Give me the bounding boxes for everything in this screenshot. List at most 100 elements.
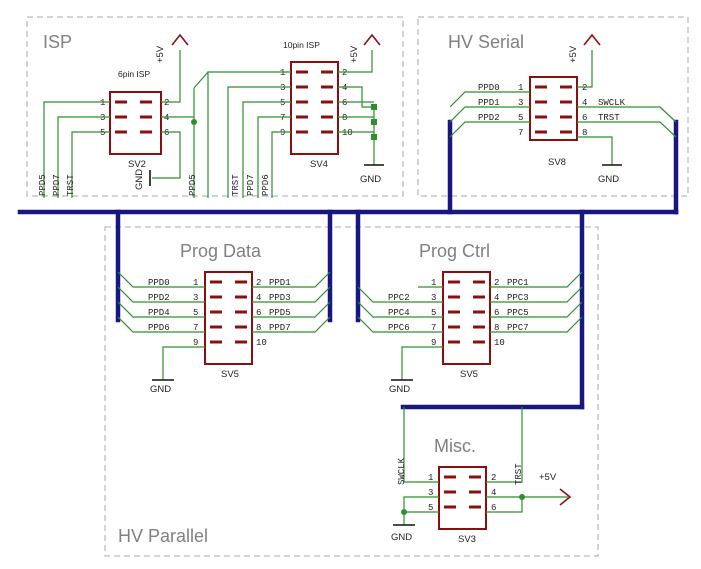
sv5a-pin-5: 5	[193, 308, 198, 318]
sv5b-pin-5: 5	[431, 308, 436, 318]
net-label: PPD2	[478, 113, 500, 123]
net-label: TRST	[231, 174, 241, 196]
sv5b-pin-6: 6	[494, 308, 499, 318]
net-label: SWCLK	[598, 98, 626, 108]
net-label: PPC1	[507, 278, 529, 288]
sv4-pin-10: 10	[342, 128, 353, 138]
net-label: TRST	[514, 463, 524, 485]
sv8-pin-3: 3	[518, 98, 523, 108]
junction	[371, 134, 377, 140]
net-label: PPD7	[52, 174, 62, 196]
net-label: PPC2	[388, 293, 410, 303]
sv4-pin-6: 6	[342, 98, 347, 108]
isp-title: ISP	[43, 32, 72, 52]
net-label: PPD5	[38, 174, 48, 196]
junction	[519, 494, 525, 500]
net-label: PPD7	[246, 174, 256, 196]
sv4-pin-9: 9	[280, 128, 285, 138]
sv4-connector	[290, 61, 339, 155]
net-label: PPC6	[388, 323, 410, 333]
hv-parallel-title: HV Parallel	[118, 526, 208, 546]
sv8-pin-8: 8	[582, 128, 587, 138]
sv3-pin-1: 1	[428, 473, 433, 483]
sv5-data-connector	[204, 271, 253, 365]
gnd-label-ctrl: GND	[389, 384, 410, 395]
sv5b-pin-10: 10	[494, 338, 505, 348]
net-label: PPD0	[148, 278, 170, 288]
sv5b-pin-9: 9	[431, 338, 436, 348]
sv4-pin-2: 2	[342, 68, 347, 78]
sv2-pin-6: 6	[164, 128, 169, 138]
sv2-pin-3: 3	[100, 113, 105, 123]
sv5a-pin-10: 10	[256, 338, 267, 348]
sv5b-pin-2: 2	[494, 278, 499, 288]
gnd-label-sv8: GND	[598, 174, 619, 185]
sv3-pin-2: 2	[491, 473, 496, 483]
sv4-name: SV4	[310, 159, 328, 170]
sv5a-pin-9: 9	[193, 338, 198, 348]
sv2-pin-5: 5	[100, 128, 105, 138]
net-label: TRST	[66, 174, 76, 196]
sv3-pin-5: 5	[428, 503, 433, 513]
sv4-pin-7: 7	[280, 113, 285, 123]
sv4-pin-5: 5	[280, 98, 285, 108]
vcc-arrow-sv2	[171, 33, 189, 46]
vcc-label-sv8: +5V	[568, 45, 579, 63]
sv2-name: SV2	[128, 159, 146, 170]
sv5a-pin-6: 6	[256, 308, 261, 318]
gnd-label-misc: GND	[391, 532, 412, 543]
net-label: PPD5	[269, 308, 291, 318]
vcc-arrow-sv8	[583, 33, 601, 46]
vcc-label-sv2: +5V	[155, 45, 166, 63]
sv2-wires	[43, 50, 195, 198]
isp-frame	[26, 16, 404, 197]
gnd-label-sv2: GND	[134, 169, 145, 190]
sv3-pin-6: 6	[491, 503, 496, 513]
net-label: PPD7	[269, 323, 291, 333]
vcc-arrow-sv3	[559, 488, 572, 506]
prog-data-title: Prog Data	[180, 241, 262, 261]
bus	[17, 119, 679, 410]
hv-serial-title: HV Serial	[448, 32, 524, 52]
net-label: PPD1	[269, 278, 291, 288]
sv5a-pin-4: 4	[256, 293, 261, 303]
sv8-pin-4: 4	[582, 98, 587, 108]
net-label: TRST	[598, 113, 620, 123]
sv3-wires	[403, 407, 568, 525]
sv8-wires	[449, 50, 677, 165]
sv5-ctrl-wires	[357, 271, 583, 380]
sv2-pin-1: 1	[100, 98, 105, 108]
sv4-pin-1: 1	[280, 68, 285, 78]
sv8-pin-6: 6	[582, 113, 587, 123]
net-label: PPC5	[507, 308, 529, 318]
gnd-label-sv4: GND	[360, 174, 381, 185]
sv4-caption: 10pin ISP	[283, 40, 320, 50]
sv3-connector	[438, 466, 487, 530]
net-label: PPD0	[478, 83, 500, 93]
sv5a-pin-7: 7	[193, 323, 198, 333]
junction	[401, 509, 407, 515]
junction	[371, 119, 377, 125]
net-label: PPD4	[148, 308, 170, 318]
junction	[371, 104, 377, 110]
sv5b-pin-3: 3	[431, 293, 436, 303]
sv2-caption: 6pin ISP	[118, 69, 150, 79]
sv2-pin-2: 2	[164, 98, 169, 108]
net-label: PPD1	[478, 98, 500, 108]
sv2-connector	[109, 91, 162, 155]
net-label: PPC3	[507, 293, 529, 303]
sv5b-pin-1: 1	[431, 278, 436, 288]
sv8-name: SV8	[548, 157, 566, 168]
net-label: PPD6	[148, 323, 170, 333]
sv4-pin-4: 4	[342, 83, 347, 93]
sv5a-pin-1: 1	[193, 278, 198, 288]
sv5b-pin-8: 8	[494, 323, 499, 333]
net-label: PPD5	[188, 174, 198, 196]
sv5-data-name: SV5	[221, 369, 239, 380]
vcc-label-sv4: +5V	[349, 45, 360, 63]
vcc-arrow-sv4	[363, 33, 381, 46]
gnd-label-data: GND	[150, 384, 171, 395]
sv5a-pin-3: 3	[193, 293, 198, 303]
sv5b-pin-4: 4	[494, 293, 499, 303]
